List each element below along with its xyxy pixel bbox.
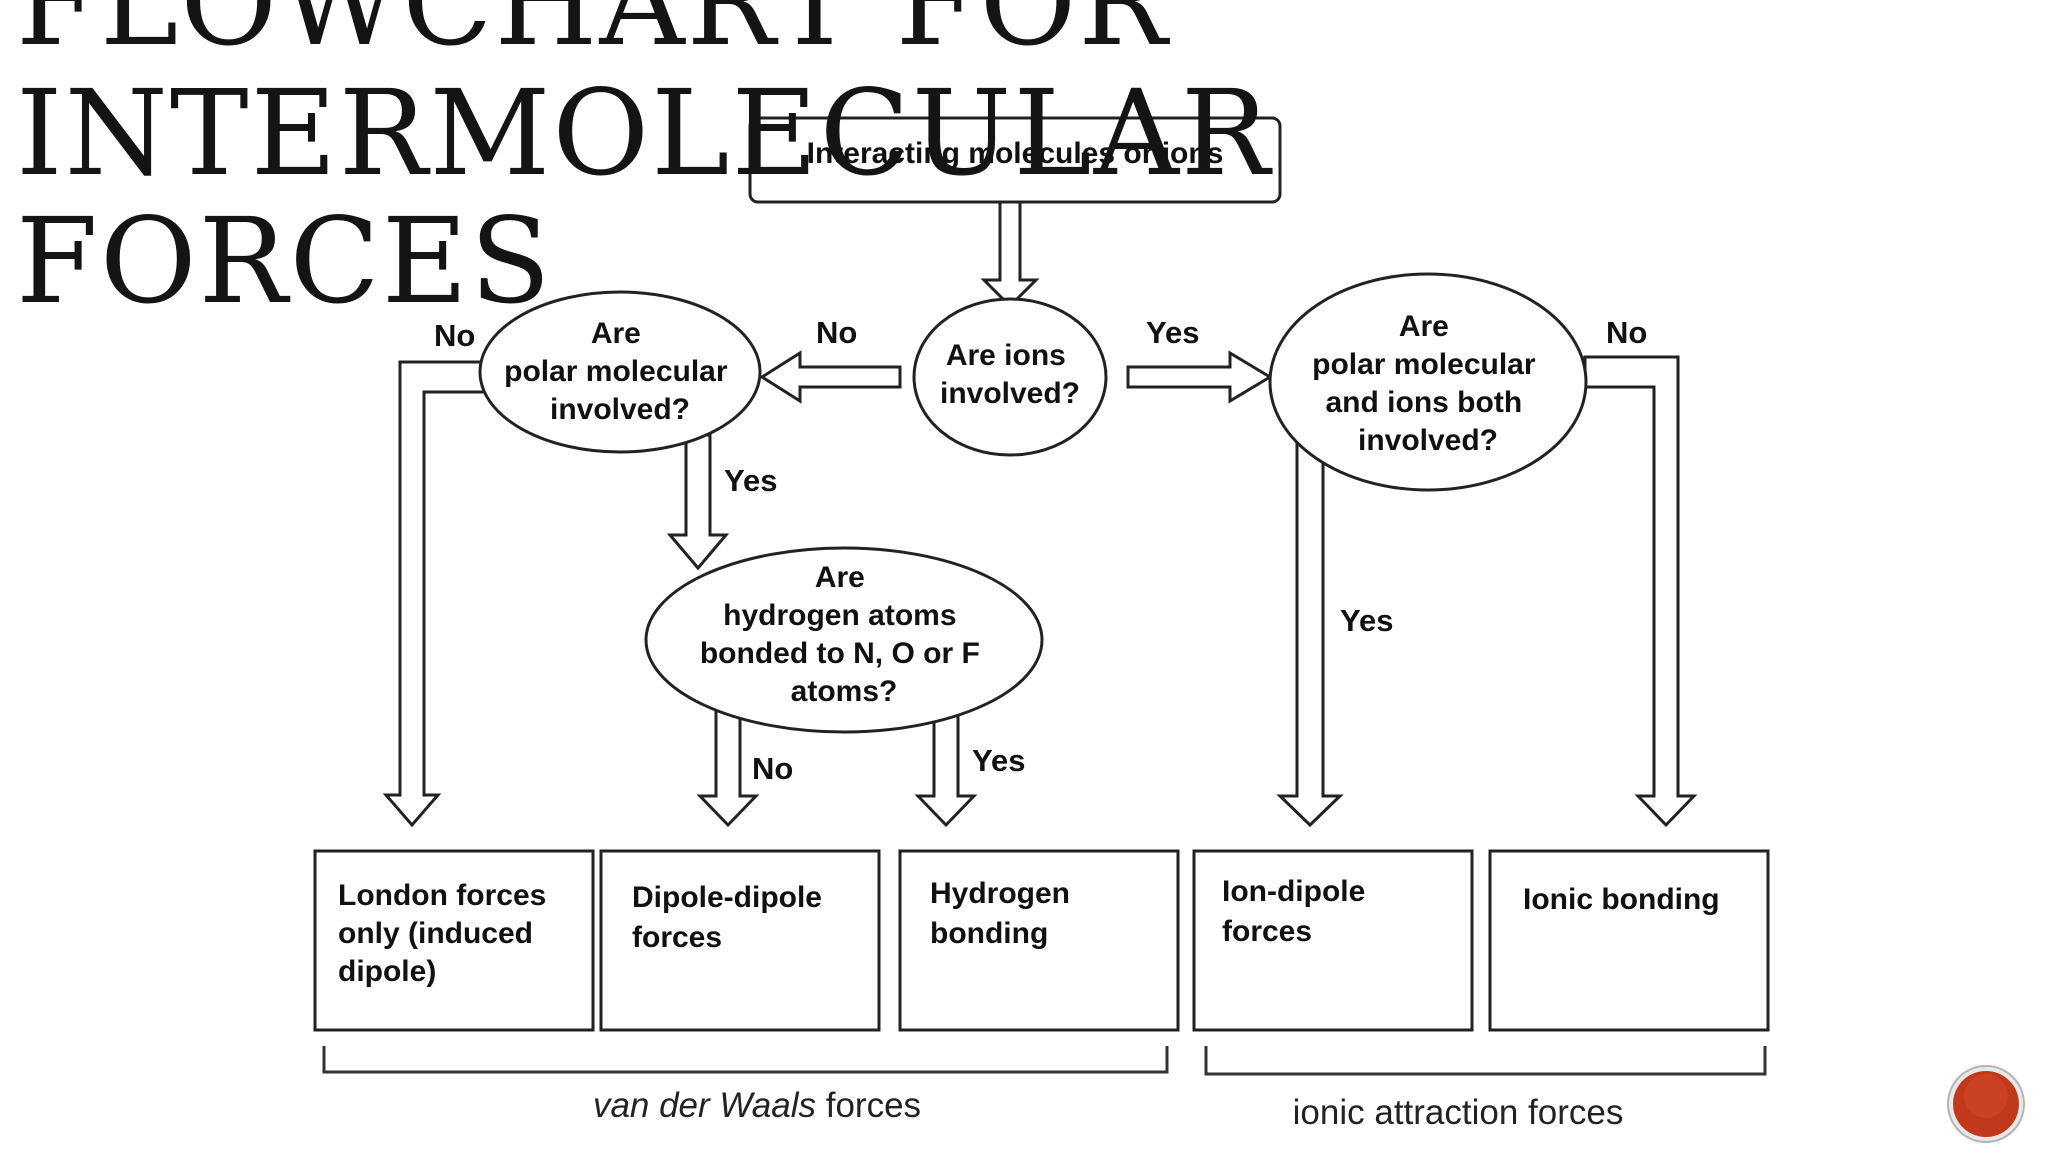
group-label-ionic-attraction: ionic attraction forces <box>1293 1093 1624 1132</box>
arrow-start-to-ions <box>980 200 1040 309</box>
edge-label-hydrogen-yes: Yes <box>972 743 1025 778</box>
decision-polar-ions-line-2: polar molecular <box>1312 348 1536 381</box>
start-node-line: Interacting molecules or ions <box>807 137 1224 170</box>
decision-polar-ions-line-4: involved? <box>1358 424 1498 457</box>
decision-hydrogen-bonded: Are hydrogen atoms bonded to N, O or F a… <box>644 546 1044 734</box>
bracket-van-der-waals <box>322 1046 1169 1074</box>
decision-ions-line-2: involved? <box>940 377 1080 410</box>
result-hydrogen-bonding: Hydrogen bonding <box>898 849 1180 1032</box>
slide-nav-button-highlight <box>1964 1074 2008 1118</box>
svg-text:Ionic bonding: Ionic bonding <box>1523 883 1720 916</box>
svg-text:London forces only (indu: London forces only (induced dipole) <box>338 879 555 988</box>
decision-polar-ions-line-1: Are <box>1399 310 1449 343</box>
slide-title: FLOWCHART FOR INTERMOLECULAR FORCES <box>16 0 1273 330</box>
result-ion-dipole-line-2: forces <box>1222 915 1312 948</box>
edge-label-ions-no: No <box>816 315 857 350</box>
arrow-polar-no-to-london <box>382 360 487 828</box>
start-node: Interacting molecules or ions <box>748 116 1282 204</box>
result-hbond-line-2: bonding <box>930 917 1048 950</box>
svg-text:Ion-dipole forces: Ion-dipole forces <box>1222 875 1374 948</box>
arrow-hydrogen-yes-to-hbond <box>914 708 978 828</box>
decision-hydrogen-line-2: hydrogen atoms <box>723 599 956 632</box>
result-dipole-dipole: Dipole-dipole forces <box>599 849 881 1032</box>
group-label-vdw-italic: van der Waals <box>593 1086 816 1125</box>
decision-polar-line-3: involved? <box>550 393 690 426</box>
result-hbond-line-1: Hydrogen <box>930 877 1070 910</box>
arrow-ions-yes-to-polar-ions <box>1126 350 1273 404</box>
result-london-line-3: dipole) <box>338 955 436 988</box>
decision-polar-line-2: polar molecular <box>504 355 728 388</box>
edge-label-ions-yes: Yes <box>1146 315 1199 350</box>
arrow-polar-ions-no-to-ionic <box>1583 355 1698 828</box>
group-label-vdw-rest: forces <box>816 1086 921 1125</box>
svg-text:Are polar molecular: Are polar molecular and ions both involv… <box>1312 310 1544 457</box>
title-line-1: FLOWCHART FOR <box>16 0 1170 72</box>
edge-label-polar-no: No <box>434 318 475 353</box>
edge-label-polar-ions-yes: Yes <box>1340 603 1393 638</box>
group-label-van-der-waals: van der Waals forces <box>593 1086 921 1125</box>
result-dipole-line-2: forces <box>632 921 722 954</box>
decision-hydrogen-line-3: bonded to N, O or F <box>700 637 980 670</box>
svg-text:Dipole-dipole forces: Dipole-dipole forces <box>632 881 830 954</box>
result-london-line-1: London forces <box>338 879 546 912</box>
svg-text:Interacting molecules or ions: Interacting molecules or ions <box>807 137 1224 170</box>
result-london-line-2: only (induced <box>338 917 533 950</box>
svg-text:Are hydrogen atoms: Are hydrogen atoms bonded to N, O or F a… <box>700 561 988 708</box>
result-ionic-bonding: Ionic bonding <box>1488 849 1770 1032</box>
decision-hydrogen-line-4: atoms? <box>791 675 898 708</box>
decision-polar-and-ions: Are polar molecular and ions both involv… <box>1268 272 1588 492</box>
arrow-hydrogen-no-to-dipole <box>696 708 760 828</box>
title-line-2: INTERMOLECULAR <box>16 64 1273 202</box>
result-london-forces: London forces only (induced dipole) <box>313 849 595 1032</box>
edge-label-polar-yes: Yes <box>724 463 777 498</box>
decision-polar-line-1: Are <box>591 317 641 350</box>
svg-text:Are ions involved?: Are ions involved? <box>940 339 1080 410</box>
result-ionic-line-1: Ionic bonding <box>1523 883 1720 916</box>
decision-hydrogen-line-1: Are <box>815 561 865 594</box>
title-line-3: FORCES <box>16 192 553 330</box>
decision-ions-line-1: Are ions <box>946 339 1066 372</box>
bracket-ionic-attraction <box>1204 1046 1767 1076</box>
arrow-polar-ions-yes-to-ion-dipole <box>1276 438 1344 828</box>
slide-nav-button[interactable] <box>1947 1065 2025 1143</box>
arrow-ions-no-to-polar <box>759 350 902 404</box>
result-ion-dipole-line-1: Ion-dipole <box>1222 875 1365 908</box>
result-dipole-line-1: Dipole-dipole <box>632 881 822 914</box>
edge-label-hydrogen-no: No <box>752 751 793 786</box>
svg-text:Hydrogen bonding: Hydrogen bonding <box>930 877 1078 950</box>
decision-polar-ions-line-3: and ions both <box>1326 386 1523 419</box>
result-ion-dipole: Ion-dipole forces <box>1192 849 1474 1032</box>
edge-label-polar-ions-no: No <box>1606 315 1647 350</box>
decision-polar-molecular: Are polar molecular involved? <box>478 290 762 454</box>
svg-text:Are polar molecular: Are polar molecular involved? <box>504 317 736 426</box>
decision-ions-involved: Are ions involved? <box>912 297 1108 457</box>
arrow-polar-yes-to-hydrogen <box>666 433 730 571</box>
